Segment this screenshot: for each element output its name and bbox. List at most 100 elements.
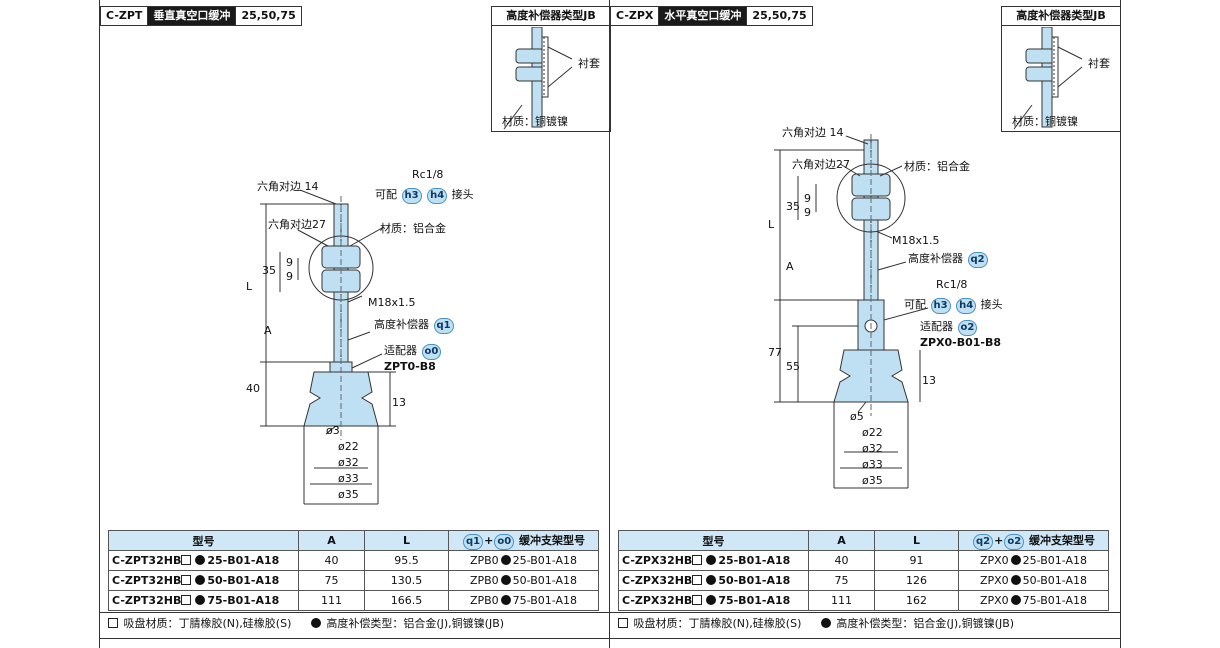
dot-symbol: [820, 618, 831, 628]
right-note-cup-material: 吸盘材质：丁腈橡胶(N),硅橡胶(S): [633, 617, 802, 630]
cell-L: 95.5: [364, 550, 449, 571]
left-dia-22: ø22: [338, 440, 359, 453]
right-hex27-label: 六角对边27: [792, 158, 850, 171]
left-series-code: C-ZPT: [101, 7, 149, 25]
square-symbol: [181, 595, 192, 605]
right-material-label: 材质：铝合金: [904, 160, 970, 173]
right-adapter-badge: o2: [957, 320, 978, 336]
bracket-suffix: 25-B01-A18: [512, 554, 578, 567]
left-bottom-rule: [100, 638, 611, 639]
right-jb-sleeve-label: 衬套: [1088, 57, 1110, 70]
right-dia-32: ø32: [862, 442, 883, 455]
dot-symbol: [500, 555, 511, 565]
left-jb-material-label: 材质：铜镀镍: [502, 115, 568, 128]
right-dia-33: ø33: [862, 458, 883, 471]
right-dia-22: ø22: [862, 426, 883, 439]
left-series-sizes: 25,50,75: [235, 7, 300, 25]
right-adapter-label: 适配器: [920, 320, 953, 333]
dot-symbol: [1010, 555, 1021, 565]
model-prefix: C-ZPX32HB: [622, 554, 693, 567]
left-jb-sleeve-label: 衬套: [578, 57, 600, 70]
left-hex27-label: 六角对边27: [268, 218, 326, 231]
cell-L: 91: [874, 550, 959, 571]
col-A: A: [298, 530, 365, 551]
hdr-badge-1: q2: [972, 533, 994, 550]
right-jb-detail-box: 高度补偿器类型JB 衬套 材质：铜镀镍: [1001, 6, 1121, 132]
right-dia-5: ø5: [850, 410, 864, 423]
bracket-suffix: 75-B01-A18: [1022, 594, 1088, 607]
right-fitting-callout: 可配 h3 h4 接头: [904, 296, 1003, 314]
col-bracket: q2+o2 缓冲支架型号: [958, 530, 1109, 551]
left-fitting-prefix: 可配: [375, 188, 397, 201]
left-adapter-model: ZPT0-B8: [384, 360, 436, 373]
right-part-drawing: [774, 134, 929, 489]
left-thread-label: M18x1.5: [368, 296, 416, 309]
right-dim-35: 35: [786, 200, 800, 213]
right-note-divider: [610, 612, 1120, 613]
bracket-prefix: ZPX0: [979, 554, 1009, 567]
left-adapter-callout: 适配器 o0: [384, 342, 442, 360]
right-panel: C-ZPX 水平真空口缓冲 25,50,75 高度补偿器类型JB 衬套 材质：铜…: [609, 0, 1121, 648]
left-note-divider: [100, 612, 611, 613]
right-dim-77: 77: [768, 346, 782, 359]
bracket-prefix: ZPB0: [469, 574, 499, 587]
left-dim-9a: 9: [286, 256, 293, 269]
cell-A: 75: [808, 570, 875, 591]
left-title-bar: C-ZPT 垂直真空口缓冲 25,50,75: [100, 6, 302, 26]
cell-L: 130.5: [364, 570, 449, 591]
square-symbol: [692, 555, 703, 565]
left-jb-drawing: [503, 27, 573, 130]
bracket-suffix: 25-B01-A18: [1022, 554, 1088, 567]
left-dim-40: 40: [246, 382, 260, 395]
left-hex14-label: 六角对边 14: [257, 180, 319, 193]
bracket-suffix: 50-B01-A18: [512, 574, 578, 587]
right-dim-A: A: [786, 260, 794, 273]
left-notes: 吸盘材质：丁腈橡胶(N),硅橡胶(S) 高度补偿类型：铝合金(J),铜镀镍(JB…: [108, 615, 504, 631]
dot-symbol: [706, 595, 717, 605]
left-jb-detail-box: 高度补偿器类型JB 衬套 材质：铜镀镍: [491, 6, 611, 132]
right-rc-label: Rc1/8: [936, 278, 968, 291]
right-compensator-badge: q2: [967, 252, 988, 268]
model-suffix: 75-B01-A18: [207, 594, 280, 607]
cell-A: 75: [298, 570, 365, 591]
right-drawing: 六角对边 14 六角对边27 材质：铝合金 M18x1.5 高度补偿器 q2 R…: [610, 120, 1122, 520]
dot-symbol: [706, 575, 717, 585]
left-rc-label: Rc1/8: [412, 168, 444, 181]
left-dia-3: ø3: [326, 424, 340, 437]
right-series-code: C-ZPX: [611, 7, 660, 25]
right-title-bar: C-ZPX 水平真空口缓冲 25,50,75: [610, 6, 813, 26]
dot-symbol: [195, 555, 206, 565]
col-model: 型号: [108, 530, 299, 551]
left-adapter-badge: o0: [421, 344, 442, 360]
right-jb-material-label: 材质：铜镀镍: [1012, 115, 1078, 128]
col-bracket: q1+o0 缓冲支架型号: [448, 530, 599, 551]
table-header-row: 型号 A L q1+o0 缓冲支架型号: [108, 530, 599, 551]
right-thread-label: M18x1.5: [892, 234, 940, 247]
right-dim-9a: 9: [804, 192, 811, 205]
cell-L: 166.5: [364, 590, 449, 611]
model-suffix: 25-B01-A18: [207, 554, 280, 567]
col-L: L: [874, 530, 959, 551]
left-series-name: 垂直真空口缓冲: [148, 7, 236, 25]
left-dia-35: ø35: [338, 488, 359, 501]
left-note-cup-material: 吸盘材质：丁腈橡胶(N),硅橡胶(S): [123, 617, 292, 630]
left-h4-badge: h4: [427, 188, 448, 204]
right-adapter-model: ZPX0-B01-B8: [920, 336, 1002, 349]
left-fitting-suffix: 接头: [451, 188, 474, 201]
model-suffix: 50-B01-A18: [207, 574, 280, 587]
dot-symbol: [500, 595, 511, 605]
left-dim-L: L: [246, 280, 253, 293]
square-symbol: [692, 595, 703, 605]
col-model: 型号: [618, 530, 809, 551]
col-L: L: [364, 530, 449, 551]
